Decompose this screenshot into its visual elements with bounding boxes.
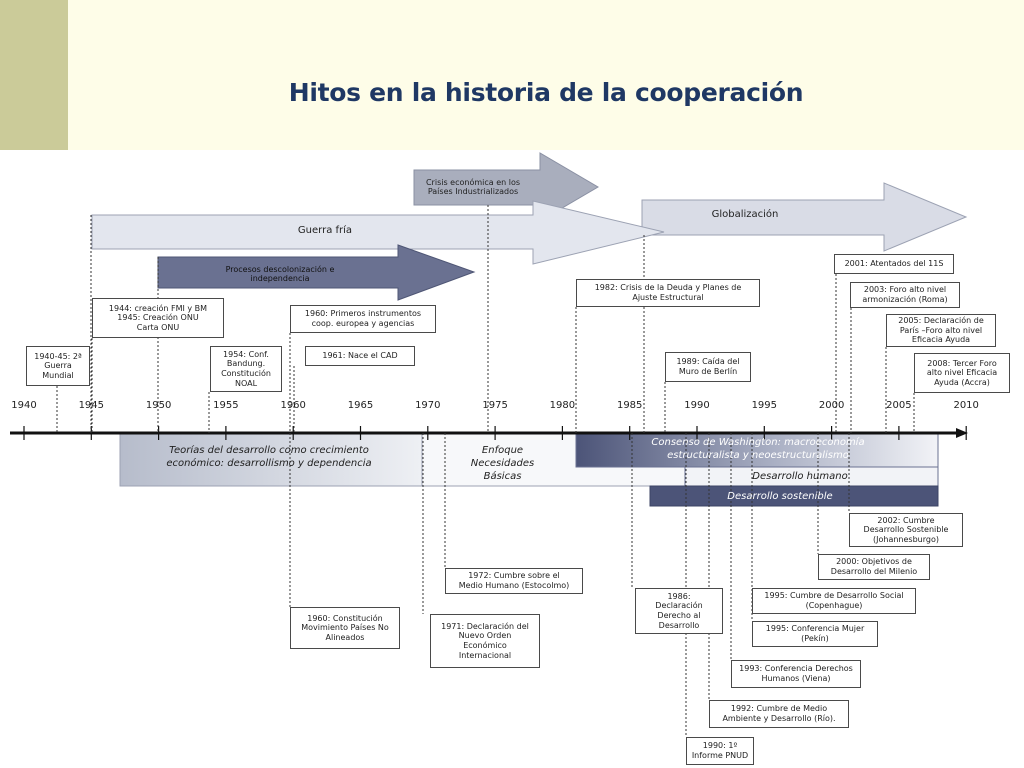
year-label: 2005 bbox=[886, 400, 912, 411]
consenso-label: Consenso de Washington: macroeconomía es… bbox=[651, 437, 865, 461]
event-1995b-box: 1995: Conferencia Mujer (Pekín) bbox=[752, 621, 878, 647]
event-2005-box: 2005: Declaración de París –Foro alto ni… bbox=[886, 314, 996, 347]
event-2003-box: 2003: Foro alto nivel armonización (Roma… bbox=[850, 282, 960, 308]
event-1944-box: 1944: creación FMI y BM 1945: Creación O… bbox=[92, 298, 224, 338]
year-label: 1970 bbox=[415, 400, 441, 411]
event-2000-box: 2000: Objetivos de Desarrollo del Mileni… bbox=[818, 554, 930, 580]
accent-bar bbox=[0, 0, 68, 150]
event-2002-box: 2002: Cumbre Desarrollo Sostenible (Joha… bbox=[849, 513, 963, 547]
event-1992-box: 1992: Cumbre de Medio Ambiente y Desarro… bbox=[709, 700, 849, 728]
enfoque-label: Enfoque Necesidades Básicas bbox=[470, 445, 535, 482]
globalizacion-arrow-label: Globalización bbox=[711, 209, 779, 220]
event-2001-box: 2001: Atentados del 11S bbox=[834, 254, 954, 274]
event-1954-box: 1954: Conf. Bandung. Constitución NOAL bbox=[210, 346, 282, 392]
humano-label: Desarrollo humano bbox=[752, 471, 848, 482]
timeline-axis bbox=[10, 426, 968, 440]
event-1961-box: 1961: Nace el CAD bbox=[305, 346, 415, 366]
slide-header: Hitos en la historia de la cooperación bbox=[0, 0, 1024, 150]
cooperation-timeline-diagram: 1940 1945 1950 1955 1960 1965 1970 1975 1980 1985… bbox=[0, 150, 1024, 768]
year-label: 1945 bbox=[78, 400, 105, 411]
year-label: 1975 bbox=[482, 400, 508, 411]
band-consenso bbox=[575, 433, 939, 468]
event-1960c-box: 1960: Constitución Movimiento Países No … bbox=[290, 607, 400, 649]
event-connectors bbox=[56, 205, 915, 737]
event-1972-box: 1972: Cumbre sobre el Medio Humano (Esto… bbox=[445, 568, 583, 594]
guerra-fria-arrow-label: Guerra fría bbox=[297, 225, 353, 236]
globalizacion-arrow bbox=[641, 182, 968, 252]
year-label: 1955 bbox=[213, 400, 239, 411]
event-1986-box: 1986: Declaración Derecho al Desarrollo bbox=[635, 588, 723, 634]
year-label: 1990 bbox=[684, 400, 710, 411]
year-label: 1995 bbox=[751, 400, 778, 411]
event-1993-box: 1993: Conferencia Derechos Humanos (Vien… bbox=[731, 660, 861, 688]
event-1960-box: 1960: Primeros instrumentos coop. europe… bbox=[290, 305, 436, 333]
event-2008-box: 2008: Tercer Foro alto nivel Eficacia Ay… bbox=[914, 353, 1010, 393]
slide-title: Hitos en la historia de la cooperación bbox=[288, 78, 804, 107]
timeline-graphics bbox=[10, 152, 968, 737]
year-label: 1950 bbox=[145, 400, 172, 411]
year-label: 2000 bbox=[818, 400, 845, 411]
event-1989-box: 1989: Caída del Muro de Berlín bbox=[665, 352, 751, 382]
descolonizacion-arrow bbox=[157, 244, 476, 301]
guerra-fria-arrow bbox=[91, 200, 665, 265]
teorias-label: Teorías del desarrollo como crecimiento … bbox=[166, 445, 372, 469]
year-label: 1965 bbox=[347, 400, 374, 411]
descolonizacion-arrow-label: Procesos descolonización e independencia bbox=[225, 265, 335, 283]
sostenible-label: Desarrollo sostenible bbox=[727, 491, 833, 502]
event-1990-box: 1990: 1º Informe PNUD bbox=[686, 737, 754, 765]
year-label: 1960 bbox=[280, 400, 306, 411]
band-teorias bbox=[119, 433, 423, 487]
axis-arrowhead bbox=[956, 428, 968, 438]
event-1971-box: 1971: Declaración del Nuevo Orden Económ… bbox=[430, 614, 540, 668]
crisis-arrow-label: Crisis económica en los Países Industria… bbox=[425, 178, 521, 196]
event-1982-box: 1982: Crisis de la Deuda y Planes de Aju… bbox=[576, 279, 760, 307]
event-1995a-box: 1995: Cumbre de Desarrollo Social (Copen… bbox=[752, 588, 916, 614]
crisis-arrow bbox=[413, 152, 599, 222]
event-1940-box: 1940-45: 2ª Guerra Mundial bbox=[26, 346, 90, 386]
year-label: 2010 bbox=[953, 400, 979, 411]
year-label: 1985 bbox=[616, 400, 643, 411]
band-sostenible bbox=[649, 485, 939, 507]
year-label: 1940 bbox=[11, 400, 37, 411]
year-label: 1980 bbox=[549, 400, 576, 411]
